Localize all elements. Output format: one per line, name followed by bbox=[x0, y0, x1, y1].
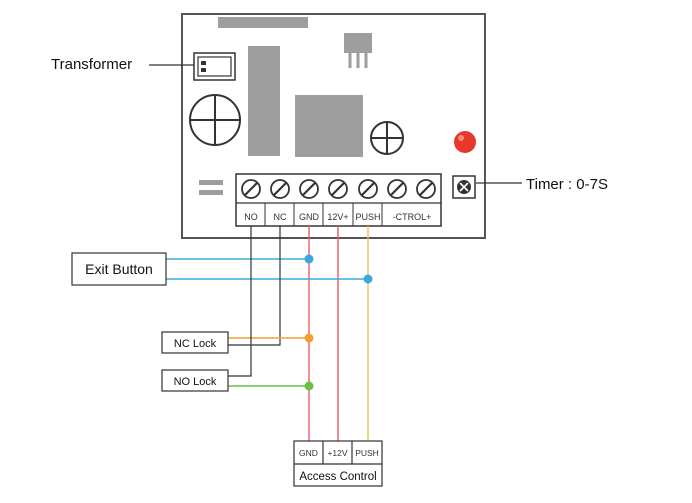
junction-no-lock bbox=[304, 381, 314, 391]
junction-exit-push bbox=[363, 274, 373, 284]
junction-exit-gnd bbox=[304, 254, 314, 264]
no-lock-label: NO Lock bbox=[174, 376, 217, 388]
nc-lock-box: NC Lock bbox=[161, 331, 229, 354]
junction-nc-lock bbox=[304, 333, 314, 343]
wire-nc-lock-nc bbox=[228, 226, 281, 346]
access-pin-push: PUSH bbox=[355, 448, 379, 458]
board-marking bbox=[199, 180, 223, 185]
wire-no-lock-no bbox=[228, 226, 252, 377]
transformer-callout: Transformer bbox=[51, 56, 194, 73]
relay-component bbox=[248, 46, 280, 156]
mounting-hole-right bbox=[370, 121, 404, 155]
terminal-screw bbox=[416, 179, 436, 199]
terminal-screw bbox=[387, 179, 407, 199]
terminal-block: NO NC GND 12V+ PUSH -CTROL+ bbox=[235, 173, 442, 227]
terminal-label-nc: NC bbox=[274, 212, 287, 222]
nc-lock-label: NC Lock bbox=[174, 338, 217, 350]
timer-trimmer-slot bbox=[459, 182, 469, 192]
no-lock-box: NO Lock bbox=[161, 369, 229, 392]
board-top-strip bbox=[218, 17, 308, 28]
terminal-label-12v: 12V+ bbox=[327, 212, 348, 222]
transformer-pin bbox=[201, 61, 206, 65]
timer-callout: Timer : 0-7S bbox=[476, 176, 608, 193]
wires bbox=[166, 226, 373, 441]
access-control-title: Access Control bbox=[299, 471, 376, 483]
terminal-screw bbox=[358, 179, 378, 199]
transformer-connector-inner bbox=[197, 56, 232, 77]
mounting-hole-left bbox=[189, 94, 241, 146]
exit-button-box: Exit Button bbox=[71, 252, 167, 286]
transformer-pin bbox=[201, 68, 206, 72]
board-marking bbox=[199, 190, 223, 195]
transformer-label: Transformer bbox=[51, 56, 132, 73]
status-led bbox=[454, 131, 476, 153]
capacitor-block bbox=[295, 95, 363, 157]
potentiometer-body bbox=[344, 33, 372, 53]
status-led-highlight bbox=[458, 135, 464, 141]
terminal-screw bbox=[328, 179, 348, 199]
terminal-label-ctrol: -CTROL+ bbox=[393, 212, 432, 222]
terminal-screw bbox=[299, 179, 319, 199]
terminal-label-no: NO bbox=[244, 212, 258, 222]
terminal-screw bbox=[270, 179, 290, 199]
terminal-label-gnd: GND bbox=[299, 212, 320, 222]
access-control-box: GND +12V PUSH Access Control bbox=[293, 440, 383, 487]
access-pin-12v: +12V bbox=[327, 448, 347, 458]
controller-board: NO NC GND 12V+ PUSH -CTROL+ bbox=[181, 13, 486, 239]
timer-label: Timer : 0-7S bbox=[526, 176, 608, 193]
terminal-label-push: PUSH bbox=[355, 212, 380, 222]
terminal-screw bbox=[241, 179, 261, 199]
exit-button-label: Exit Button bbox=[85, 261, 153, 277]
access-pin-gnd: GND bbox=[299, 448, 318, 458]
